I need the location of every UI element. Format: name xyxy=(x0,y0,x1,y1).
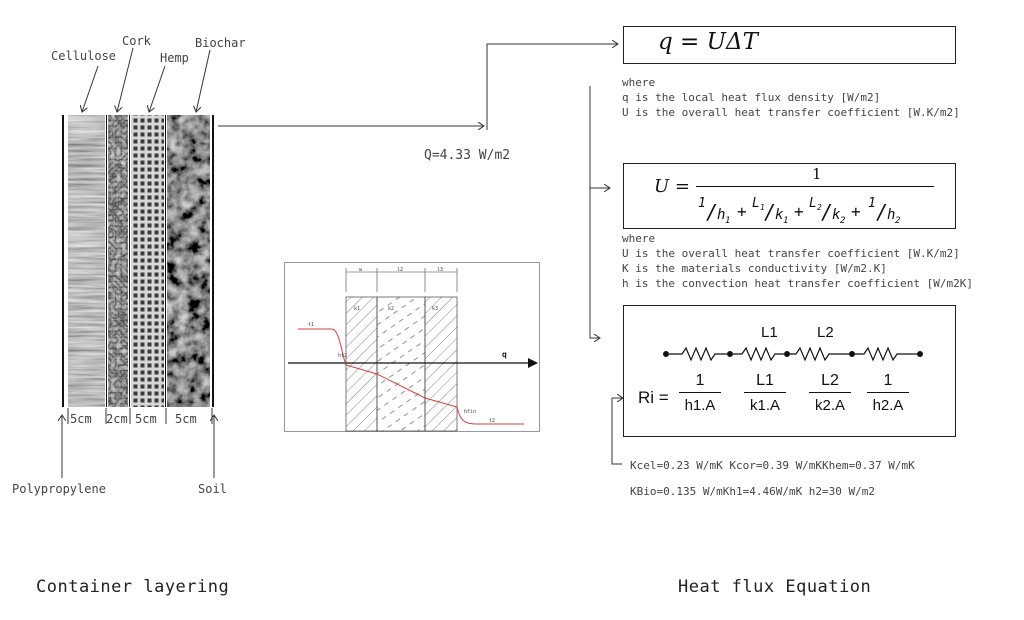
flux-value: Q=4.33 W/m2 xyxy=(424,148,511,163)
ri-fraction-1: 1 h1.A xyxy=(679,372,721,414)
label-hemp: Hemp xyxy=(160,51,189,65)
ri-fraction-4: 1 h2.A xyxy=(867,372,909,414)
ri-fraction-3: L2 k2.A xyxy=(809,372,851,414)
label-t2: t2 xyxy=(489,418,495,424)
svg-text:1: 1 xyxy=(698,196,706,211)
ri-den-1: h1.A xyxy=(684,397,716,414)
axis-label-q: q xyxy=(502,350,507,359)
ri-num-4: 1 xyxy=(867,372,909,393)
svg-text:/: / xyxy=(821,200,833,224)
svg-text:/: / xyxy=(764,200,776,224)
equation-u-fraction-bar xyxy=(696,186,934,187)
ri-den-2: k1.A xyxy=(749,397,780,414)
region-k1: k1 xyxy=(354,306,360,312)
label-biochar: Biochar xyxy=(195,36,246,50)
layer-stack xyxy=(62,115,214,407)
equation-u-box: U = 1 1 / h 1 + L 1 / k 1 + L 2 / k 2 + … xyxy=(623,163,956,229)
equation-q: q = UΔT xyxy=(658,29,758,55)
equation-q-notes: where q is the local heat flux density [… xyxy=(622,75,960,120)
svg-text:/: / xyxy=(876,200,888,224)
ri-fraction-2: L1 k1.A xyxy=(744,372,786,414)
label-soil: Soil xyxy=(198,482,227,496)
resistor-label-l1: L1 xyxy=(761,324,778,341)
cellulose-layer xyxy=(68,115,105,407)
label-polypropylene: Polypropylene xyxy=(12,482,106,496)
thickness-hemp: 5cm xyxy=(135,412,157,426)
caption-container-layering: Container layering xyxy=(36,577,230,597)
constants-line-2: KBio=0.135 W/mKh1=4.46W/mK h2=30 W/m2 xyxy=(630,485,876,498)
equation-u-denominator: 1 / h 1 + L 1 / k 1 + L 2 / k 2 + 1 / h … xyxy=(698,196,900,226)
constants-line-1: Kcel=0.23 W/mK Kcor=0.39 W/mKKhem=0.37 W… xyxy=(630,459,915,472)
where-label-1: where xyxy=(622,76,656,89)
dim-w: w xyxy=(359,267,363,273)
resistor-chain xyxy=(663,346,923,362)
svg-text:2: 2 xyxy=(840,216,845,226)
label-cork: Cork xyxy=(122,34,151,48)
svg-text:L: L xyxy=(809,196,817,211)
thickness-biochar: 5cm xyxy=(175,412,197,426)
ri-den-3: k2.A xyxy=(814,397,845,414)
ri-num-3: L2 xyxy=(809,372,851,393)
layer-leader-arrows xyxy=(0,47,260,478)
hemp-layer xyxy=(131,115,164,407)
label-t1: t1 xyxy=(308,322,314,328)
thickness-cork: 2cm xyxy=(106,412,128,426)
svg-text:+: + xyxy=(851,202,861,221)
svg-text:1: 1 xyxy=(725,216,730,226)
resistance-network-box: L1 L2 Ri = 1 h1.A L1 k1.A L2 k2.A 1 h2.A xyxy=(623,305,956,437)
thickness-cellulose: 5cm xyxy=(70,412,92,426)
dim-l2: l2 xyxy=(397,267,403,273)
ri-label: Ri = xyxy=(638,388,669,407)
label-ht2: ht2 xyxy=(338,353,347,359)
caption-heat-flux-equation: Heat flux Equation xyxy=(678,577,872,597)
svg-text:1: 1 xyxy=(783,216,788,226)
svg-text:/: / xyxy=(706,200,718,224)
svg-text:h: h xyxy=(717,207,725,223)
note-u: U is the overall heat transfer coefficie… xyxy=(622,106,960,119)
resistor-label-l2: L2 xyxy=(817,324,834,341)
biochar-layer xyxy=(167,115,210,407)
ri-num-2: L1 xyxy=(744,372,786,393)
note-k: K is the materials conductivity [W/m2.K] xyxy=(622,262,887,275)
label-hfin: hfin xyxy=(464,409,476,415)
svg-text:L: L xyxy=(752,196,760,211)
note-q: q is the local heat flux density [W/m2] xyxy=(622,91,881,104)
equation-u-lhs: U = xyxy=(654,176,690,197)
region-k2: k2 xyxy=(388,306,394,312)
svg-text:+: + xyxy=(794,202,804,221)
svg-text:1: 1 xyxy=(760,203,765,212)
cork-layer xyxy=(108,115,128,407)
equation-q-box: q = UΔT xyxy=(623,26,956,64)
equation-u-numerator: 1 xyxy=(812,165,822,183)
thickness-ticks xyxy=(67,408,213,424)
svg-text:k: k xyxy=(775,207,784,223)
note-u2: U is the overall heat transfer coefficie… xyxy=(622,247,960,260)
where-label-2: where xyxy=(622,232,656,245)
dim-l3: l3 xyxy=(437,267,443,273)
svg-text:+: + xyxy=(737,202,747,221)
ri-den-4: h2.A xyxy=(872,397,904,414)
temperature-profile-chart: w l2 l3 k1 k2 k3 q t1 ht2 hfin t2 xyxy=(284,262,540,432)
svg-text:k: k xyxy=(832,207,841,223)
ri-num-1: 1 xyxy=(679,372,721,393)
region-k3: k3 xyxy=(432,306,438,312)
svg-text:h: h xyxy=(887,207,895,223)
equation-u-notes: where U is the overall heat transfer coe… xyxy=(622,231,973,291)
svg-text:2: 2 xyxy=(895,216,900,226)
svg-text:2: 2 xyxy=(817,203,822,212)
svg-text:1: 1 xyxy=(868,196,876,211)
label-cellulose: Cellulose xyxy=(51,49,117,63)
note-h: h is the convection heat transfer coeffi… xyxy=(622,277,973,290)
